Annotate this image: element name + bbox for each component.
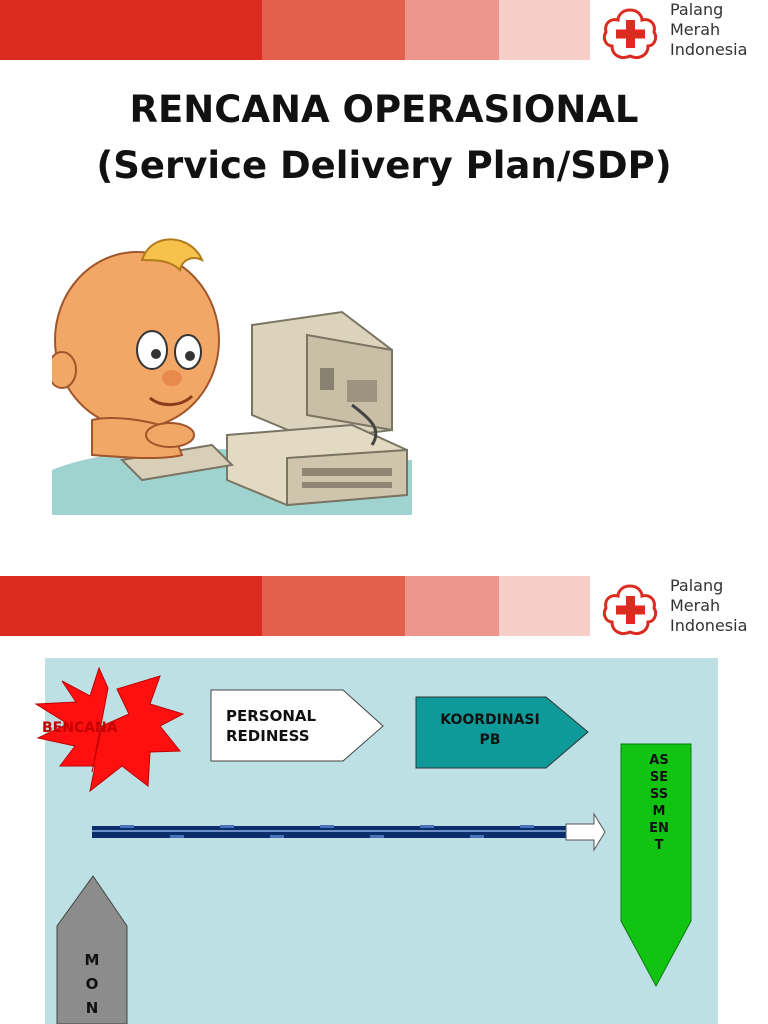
koordinasi-label: KOORDINASI PB [440, 712, 540, 748]
band-segment-4 [499, 576, 590, 636]
band-segment-1 [0, 0, 262, 60]
boy-computer-illustration [52, 238, 412, 515]
slide-1: Palang Merah Indonesia RENCANA OPERASION… [0, 0, 768, 515]
logo-text: Palang Merah Indonesia [670, 0, 748, 59]
red-cross-flower-icon [602, 584, 658, 636]
mon-arrow [56, 875, 128, 1024]
slide-2: Palang Merah Indonesia BENCANA PERSONAL … [0, 576, 768, 1024]
slide-title-line-2: (Service Delivery Plan/SDP) [96, 144, 672, 187]
band-segment-4 [499, 0, 590, 60]
koordinasi-arrow [415, 696, 589, 769]
header-color-band [0, 576, 590, 636]
slide-title-line-1: RENCANA OPERASIONAL [129, 88, 639, 131]
timeline-arrow-head [565, 812, 606, 852]
header-color-band [0, 0, 590, 60]
assessment-label: ASSESSMENT [649, 753, 669, 853]
pmi-logo: Palang Merah Indonesia [600, 0, 768, 64]
flow-diagram [34, 666, 692, 1024]
red-cross-flower-icon [602, 8, 658, 60]
logo-text: Palang Merah Indonesia [670, 576, 748, 635]
band-segment-3 [405, 576, 499, 636]
personal-rediness-label: PERSONAL REDINESS [226, 707, 317, 745]
assessment-arrow [620, 743, 692, 988]
band-segment-1 [0, 576, 262, 636]
mon-label: MON [84, 951, 100, 1017]
pmi-logo: Palang Merah Indonesia [600, 576, 768, 640]
personal-rediness-arrow [210, 689, 384, 762]
band-segment-3 [405, 0, 499, 60]
bencana-label: BENCANA [42, 720, 118, 736]
band-segment-2 [262, 0, 405, 60]
band-segment-2 [262, 576, 405, 636]
bencana-starburst [34, 666, 185, 793]
